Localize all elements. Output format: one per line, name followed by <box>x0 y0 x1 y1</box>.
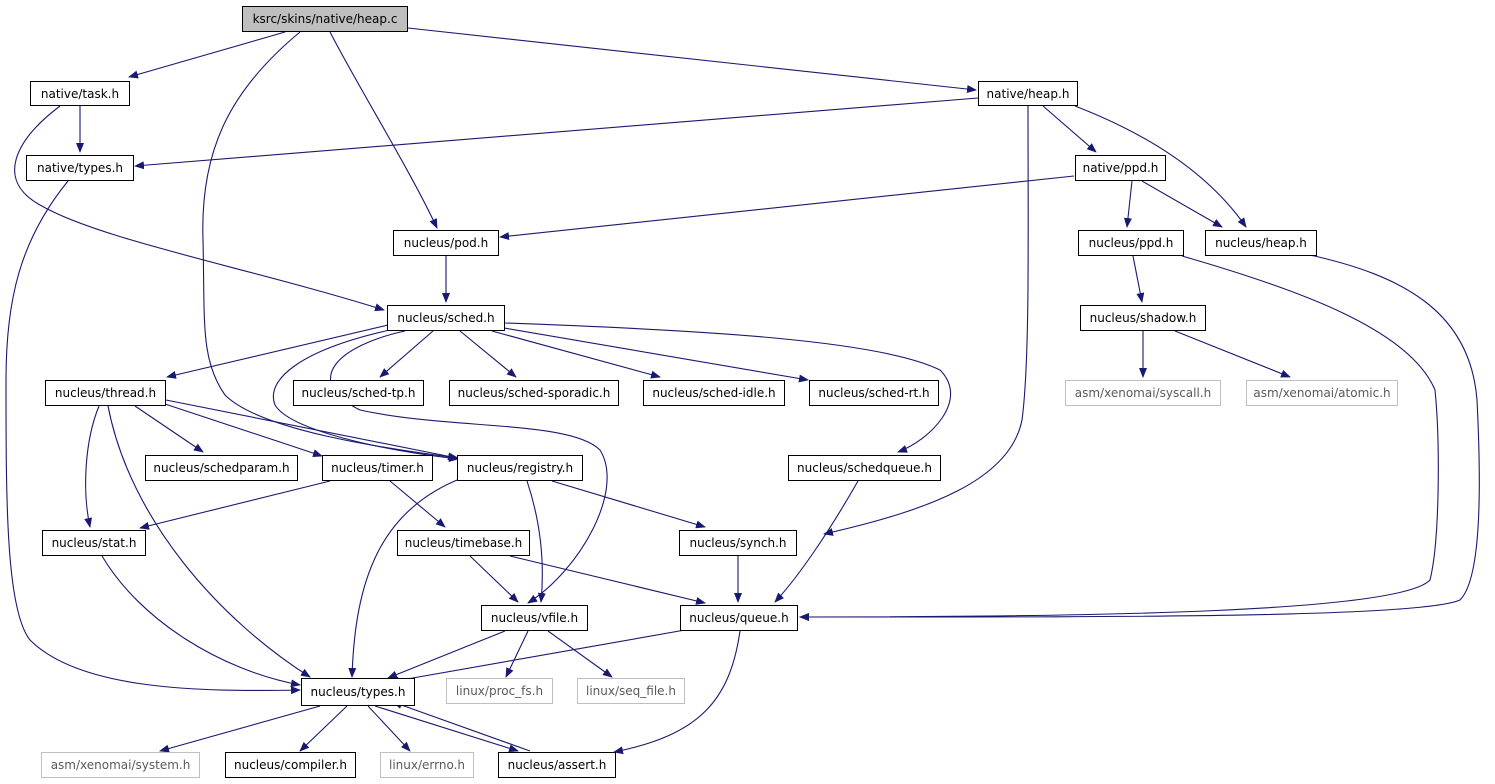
edge-nucleus-thread-nucleus-registry <box>165 399 458 461</box>
edge-nucleus-ppd-nucleus-queue <box>799 255 1439 621</box>
node-nucleus-registry-h[interactable]: nucleus/registry.h <box>457 455 583 481</box>
node-native-task-h[interactable]: native/task.h <box>30 81 130 106</box>
edge-nucleus-thread-nucleus-timer <box>164 403 323 457</box>
edge-root-native-task <box>128 31 286 79</box>
edge-nucleus-sched-nucleus-sched-sporadic <box>459 330 517 378</box>
edge-nucleus-vfile-linux-seq-file <box>547 630 613 678</box>
node-nucleus-stat-h[interactable]: nucleus/stat.h <box>42 530 146 556</box>
edge-nucleus-timebase-nucleus-vfile <box>469 555 519 603</box>
edge-nucleus-thread-nucleus-schedparam <box>134 405 204 453</box>
edge-nucleus-queue-nucleus-assert <box>613 630 741 755</box>
edge-nucleus-vfile-linux-proc-fs <box>505 630 529 678</box>
node-nucleus-heap-h[interactable]: nucleus/heap.h <box>1205 230 1317 256</box>
edge-nucleus-registry-nucleus-synch <box>551 480 706 529</box>
edge-nucleus-thread-nucleus-stat <box>84 405 100 528</box>
edge-nucleus-sched-nucleus-sched-rt <box>503 327 809 383</box>
edge-nucleus-types-nucleus-assert <box>374 705 519 753</box>
edge-native-ppd-nucleus-heap <box>1141 180 1223 228</box>
edge-nucleus-registry-nucleus-vfile <box>526 480 546 603</box>
edge-nucleus-types-linux-errno <box>367 705 411 752</box>
edge-nucleus-types-asm-system <box>159 705 321 753</box>
edge-native-ppd-nucleus-ppd <box>1123 180 1133 228</box>
node-linux-proc-fs-h: linux/proc_fs.h <box>446 678 553 704</box>
edge-nucleus-shadow-asm-atomic <box>1174 330 1291 378</box>
edge-nucleus-queue-nucleus-types <box>389 629 686 685</box>
edge-nucleus-sched-nucleus-vfile <box>330 330 608 604</box>
node-asm-xenomai-system-h: asm/xenomai/system.h <box>41 752 200 778</box>
node-linux-errno-h: linux/errno.h <box>380 752 474 778</box>
edge-nucleus-sched-nucleus-registry <box>272 329 459 462</box>
node-linux-seq-file-h: linux/seq_file.h <box>577 678 685 704</box>
edge-nucleus-registry-nucleus-types <box>348 477 463 678</box>
node-nucleus-sched-h[interactable]: nucleus/sched.h <box>387 305 505 331</box>
edge-nucleus-heap-nucleus-queue <box>799 254 1480 622</box>
node-nucleus-pod-h[interactable]: nucleus/pod.h <box>393 230 499 256</box>
dependency-edges <box>5 27 1480 755</box>
node-nucleus-thread-h[interactable]: nucleus/thread.h <box>45 380 166 406</box>
node-nucleus-sched-sporadic-h[interactable]: nucleus/sched-sporadic.h <box>449 380 619 406</box>
node-root-file: ksrc/skins/native/heap.c <box>242 6 408 32</box>
edge-nucleus-sched-nucleus-thread <box>166 324 389 379</box>
edge-nucleus-ppd-nucleus-shadow <box>1132 255 1145 303</box>
edge-native-task-nucleus-sched <box>14 105 385 312</box>
node-nucleus-queue-h[interactable]: nucleus/queue.h <box>680 605 798 631</box>
node-nucleus-sched-rt-h[interactable]: nucleus/sched-rt.h <box>809 380 939 406</box>
node-nucleus-sched-idle-h[interactable]: nucleus/sched-idle.h <box>643 380 785 406</box>
node-asm-xenomai-atomic-h: asm/xenomai/atomic.h <box>1246 380 1398 406</box>
edge-nucleus-assert-nucleus-types <box>392 701 531 752</box>
edge-native-heap-nucleus-synch <box>823 105 1029 536</box>
node-native-heap-h[interactable]: native/heap.h <box>978 81 1078 106</box>
node-native-ppd-h[interactable]: native/ppd.h <box>1075 155 1166 181</box>
node-native-types-h[interactable]: native/types.h <box>26 155 134 181</box>
node-nucleus-assert-h[interactable]: nucleus/assert.h <box>498 752 616 778</box>
edge-native-heap-native-types <box>134 97 979 170</box>
edge-nucleus-sched-nucleus-sched-tp <box>379 330 434 378</box>
edge-nucleus-timer-nucleus-stat <box>139 480 331 530</box>
node-nucleus-vfile-h[interactable]: nucleus/vfile.h <box>481 605 588 631</box>
node-nucleus-schedqueue-h[interactable]: nucleus/schedqueue.h <box>788 455 941 481</box>
edge-nucleus-stat-nucleus-types <box>101 555 301 688</box>
node-nucleus-shadow-h[interactable]: nucleus/shadow.h <box>1080 305 1206 331</box>
edge-native-heap-native-ppd <box>1042 105 1097 153</box>
edge-nucleus-vfile-nucleus-types <box>387 630 506 679</box>
node-nucleus-sched-tp-h[interactable]: nucleus/sched-tp.h <box>293 380 424 406</box>
node-nucleus-schedparam-h[interactable]: nucleus/schedparam.h <box>145 455 298 481</box>
edge-nucleus-types-nucleus-compiler <box>299 705 348 752</box>
node-nucleus-synch-h[interactable]: nucleus/synch.h <box>679 530 797 556</box>
edge-root-native-heap <box>407 27 977 93</box>
node-asm-xenomai-syscall-h: asm/xenomai/syscall.h <box>1065 380 1221 406</box>
node-nucleus-compiler-h[interactable]: nucleus/compiler.h <box>225 752 356 778</box>
edge-nucleus-timebase-nucleus-queue <box>509 555 706 605</box>
edge-native-types-nucleus-types <box>5 180 301 695</box>
edge-native-ppd-nucleus-pod <box>499 175 1075 241</box>
edge-nucleus-schedqueue-nucleus-queue <box>774 480 859 603</box>
node-nucleus-timebase-h[interactable]: nucleus/timebase.h <box>397 530 530 556</box>
node-nucleus-ppd-h[interactable]: nucleus/ppd.h <box>1078 230 1184 256</box>
edge-native-heap-nucleus-heap <box>1074 105 1247 228</box>
edge-root-nucleus-registry <box>202 31 459 461</box>
edge-root-nucleus-pod <box>329 31 438 229</box>
edge-nucleus-timer-nucleus-timebase <box>389 480 446 528</box>
edge-nucleus-sched-nucleus-sched-idle <box>491 330 661 379</box>
node-nucleus-types-h[interactable]: nucleus/types.h <box>301 678 415 706</box>
edge-nucleus-thread-nucleus-types <box>107 405 311 678</box>
edge-nucleus-sched-nucleus-schedqueue <box>504 322 952 453</box>
node-nucleus-timer-h[interactable]: nucleus/timer.h <box>322 455 433 481</box>
